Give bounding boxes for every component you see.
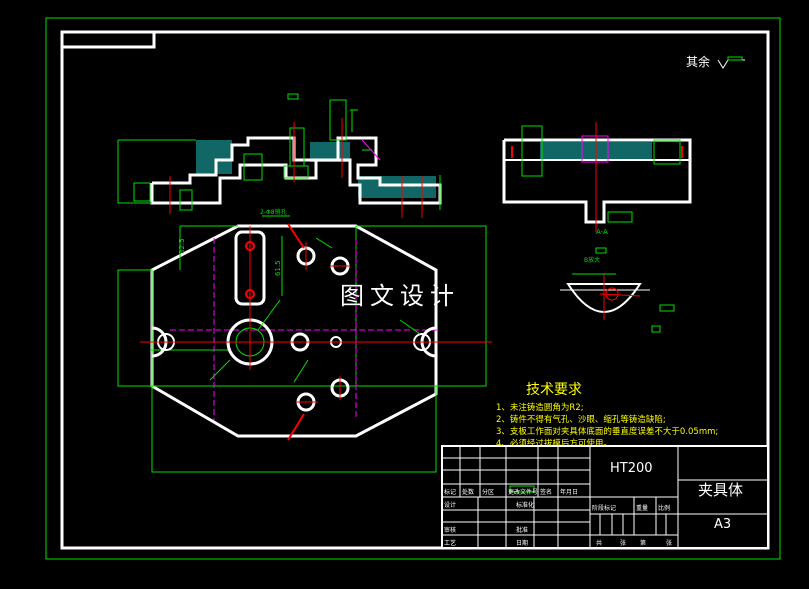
sheet-size-text: A3 [714, 517, 731, 532]
code-box [62, 32, 156, 49]
drawing-border [60, 30, 770, 550]
label-stage: 阶段标记 [592, 504, 616, 512]
front-section-view [117, 93, 442, 218]
label-zone: 分区 [482, 488, 494, 496]
label-design: 设计 [444, 501, 456, 509]
label-approve: 批准 [516, 526, 528, 534]
label-standard: 标准化 [516, 501, 534, 509]
detail-label: B放大 [584, 256, 600, 264]
label-change-doc: 更改文件号 [508, 488, 538, 496]
title-block: HT200 夹具体 A3 标记 处数 分区 更改文件号 签名 年月日 设计 审核… [441, 445, 769, 549]
tech-item-2: 2、铸件不得有气孔、沙眼、缩孔等铸造缺陷; [496, 414, 666, 425]
tech-item-1: 1、未注铸造圆角为R2; [496, 402, 584, 413]
plan-view: 32.5 61.5 2-Φ8销孔 [117, 208, 492, 473]
hole-label: 2-Φ8销孔 [260, 208, 287, 216]
watermark-text: 图文设计 [340, 282, 460, 310]
tech-requirements: 技术要求 1、未注铸造圆角为R2; 2、铸件不得有气孔、沙眼、缩孔等铸造缺陷; … [496, 382, 718, 449]
tech-item-3: 3、支板工作面对夹具体底面的垂直度误差不大于0.05mm; [496, 426, 718, 437]
surface-roughness-note: 其余 [686, 54, 745, 69]
label-weight: 重量 [636, 504, 648, 512]
label-total: 共 [596, 539, 602, 547]
label-mark: 标记 [444, 488, 456, 496]
tech-title: 技术要求 [526, 382, 582, 398]
detail-view: B放大 [560, 256, 675, 333]
label-nth: 第 [640, 539, 646, 547]
label-date: 日期 [516, 539, 528, 547]
slot-dim-2: 61.5 [274, 260, 282, 276]
part-name-text: 夹具体 [698, 481, 743, 499]
tech-item-4: 4、必须经过拔模后方可使用。 [496, 438, 612, 449]
label-date-ymd: 年月日 [560, 488, 578, 496]
outer-limit-frame [45, 17, 781, 560]
label-count: 处数 [462, 488, 474, 496]
label-process: 工艺 [444, 539, 456, 547]
material-text: HT200 [610, 461, 653, 476]
section-label: A-A [596, 228, 608, 236]
label-sign: 签名 [540, 488, 552, 496]
label-scale: 比例 [658, 504, 670, 512]
label-review: 审核 [444, 526, 456, 534]
side-section-view: A-A [502, 122, 692, 254]
label-sheet-1: 张 [620, 539, 626, 547]
label-sheet-2: 张 [666, 539, 672, 547]
surface-note-text: 其余 [686, 54, 710, 69]
slot-dim-1: 32.5 [178, 238, 186, 254]
